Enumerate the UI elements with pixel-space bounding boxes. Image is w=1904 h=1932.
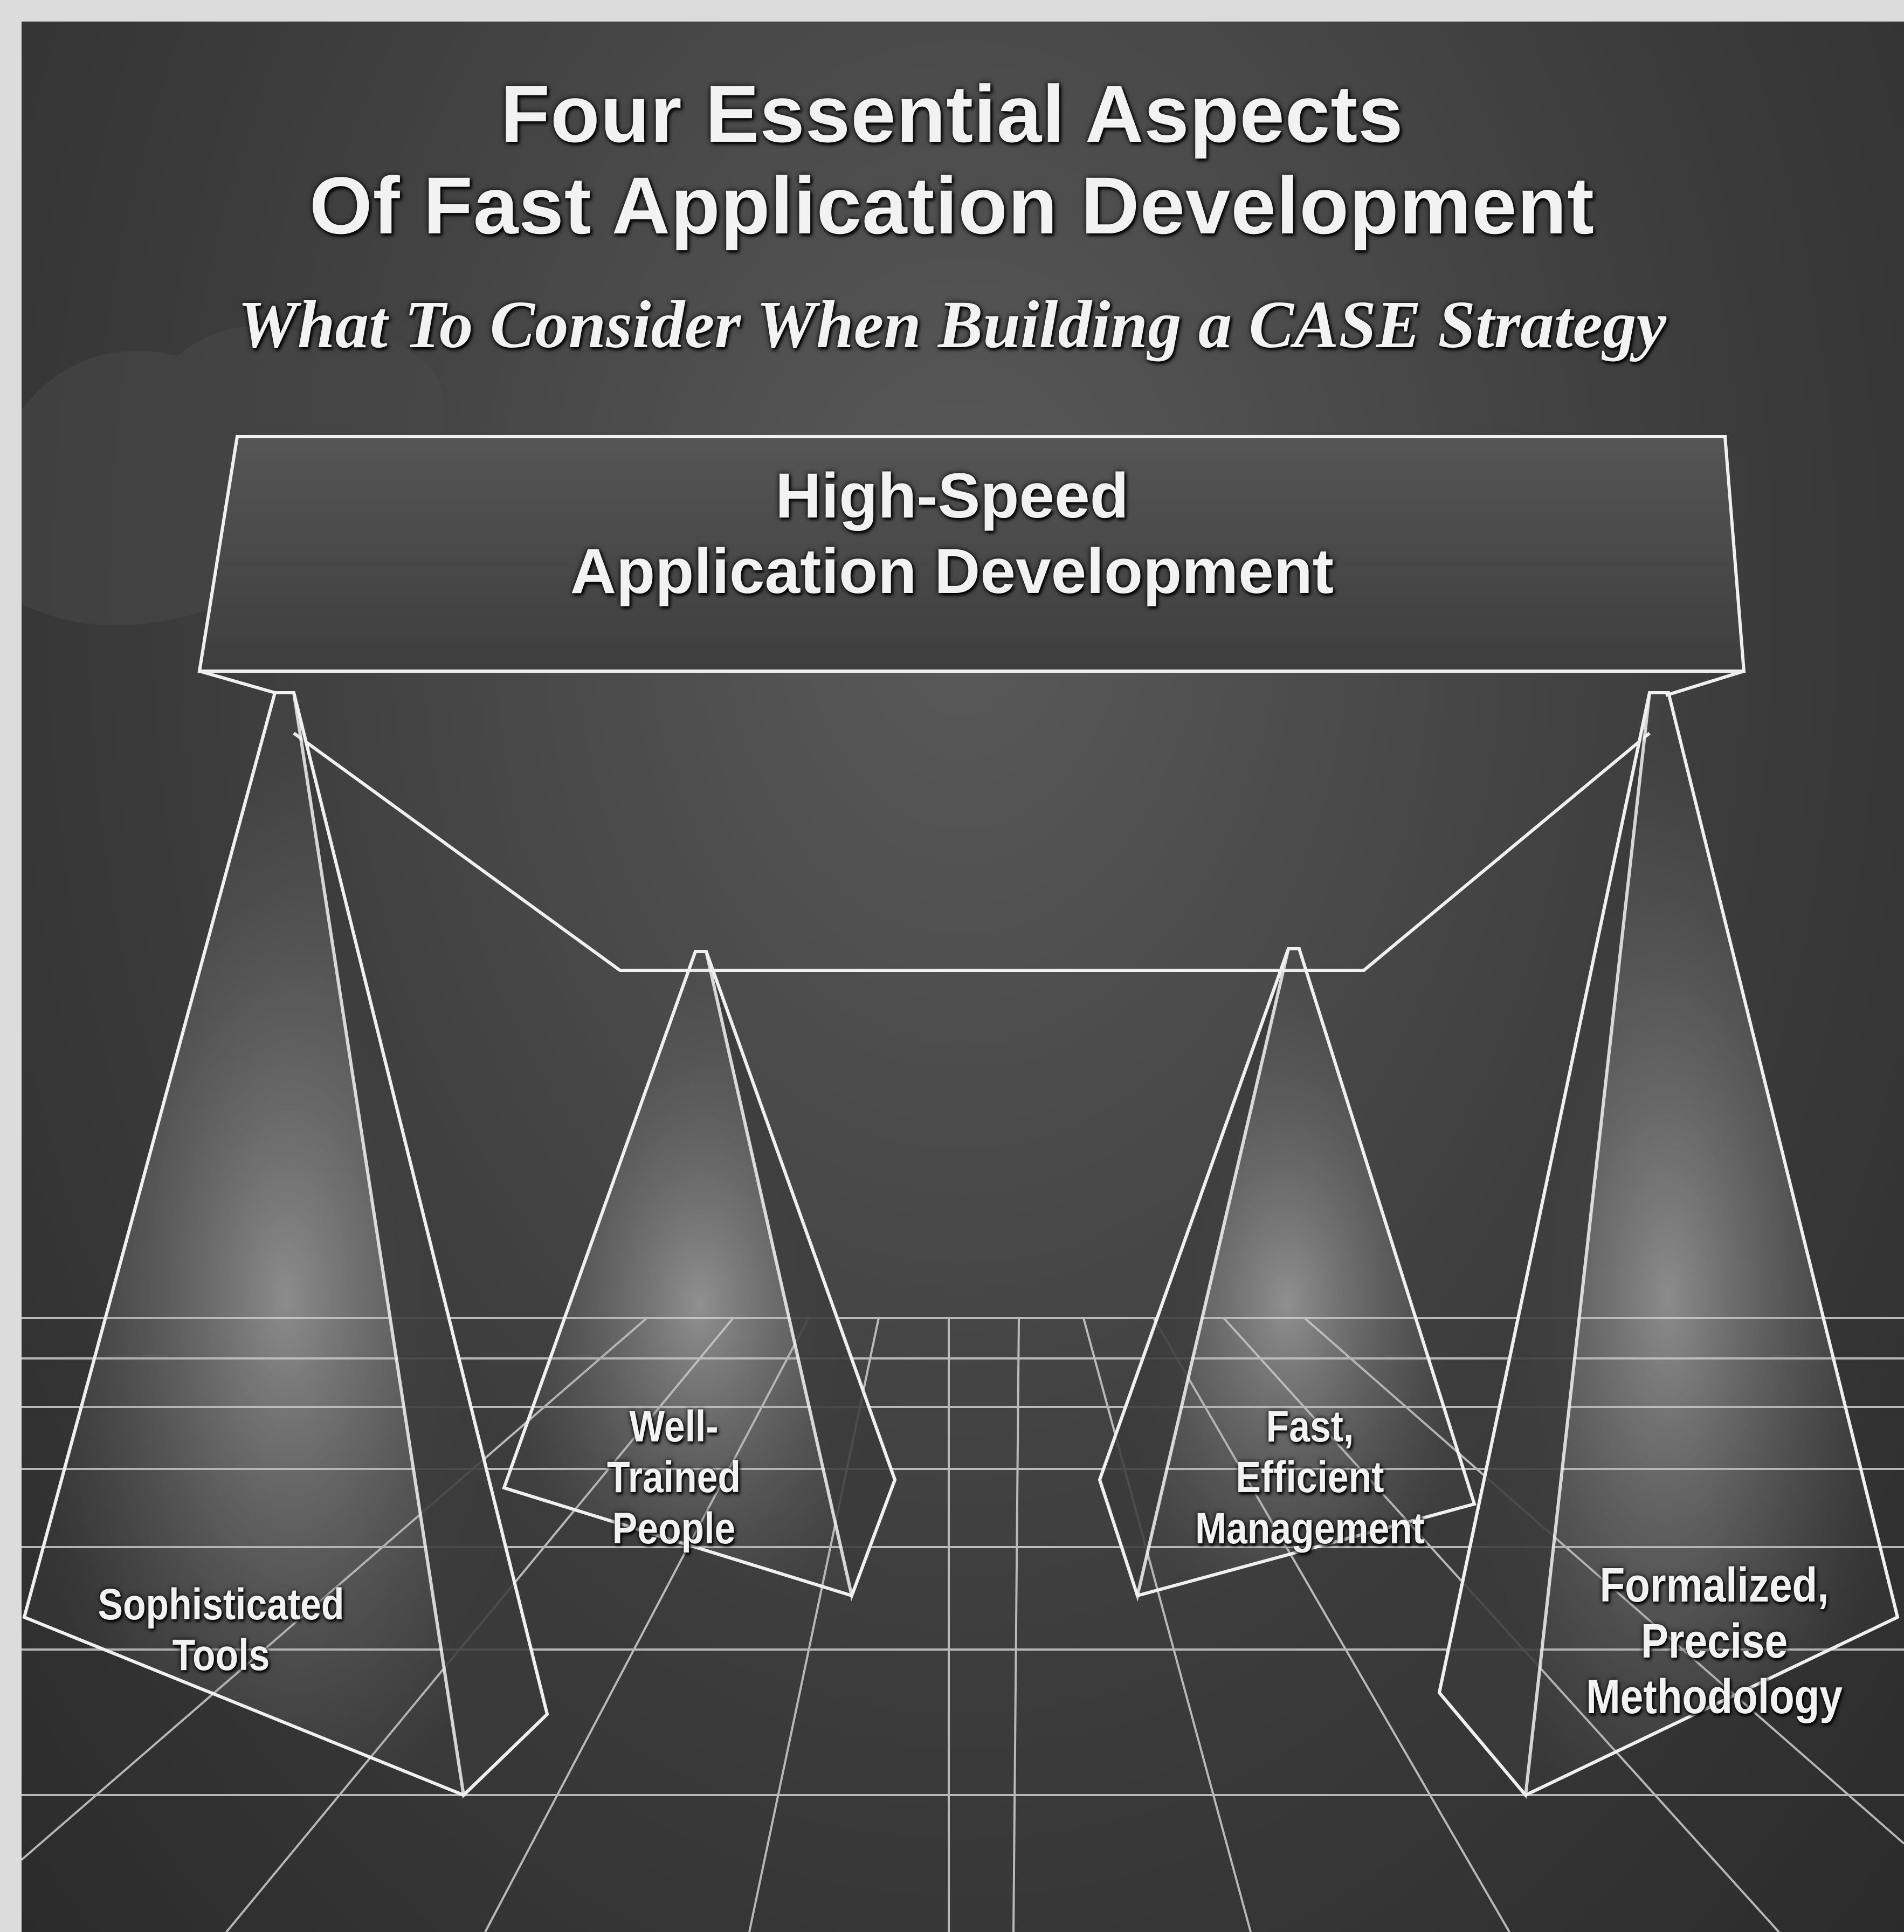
pillar-label-tools: Sophisticated Tools [61,1579,382,1681]
pillar-label-line: Management [1195,1503,1425,1553]
beam-label-line-1: High-Speed [775,460,1129,532]
pillar-label-line: Fast, [1266,1402,1354,1451]
pyramid-method [1437,691,1900,1799]
pillar-label-line: Methodology [1586,1670,1843,1724]
title-line-2: Of Fast Application Development [309,160,1595,251]
title-line-1: Four Essential Aspects [500,68,1404,159]
pillar-label-line: Tools [172,1631,270,1680]
beam-label-line-2: Application Development [570,536,1334,607]
pyramid-tools [22,691,549,1799]
pillar-label-line: People [612,1503,736,1553]
pillar-label-people: Well- Trained People [536,1402,811,1554]
pillar-label-line: Sophisticated [98,1580,344,1629]
pillar-label-management: Fast, Efficient Management [1150,1402,1471,1554]
pillar-label-line: Well- [629,1402,719,1451]
pillar-label-line: Efficient [1236,1453,1384,1502]
beam-connectors [199,670,1744,972]
pillar-label-line: Precise [1640,1614,1788,1668]
pillar-label-methodology: Formalized, Precise Methodology [1554,1558,1875,1726]
pyramid-people [502,950,897,1602]
pillar-label-line: Formalized, [1599,1558,1829,1612]
pillar-label-line: Trained [607,1453,741,1502]
pyramid-mgmt [1098,947,1477,1602]
subtitle: What To Consider When Building a CASE St… [237,288,1667,362]
